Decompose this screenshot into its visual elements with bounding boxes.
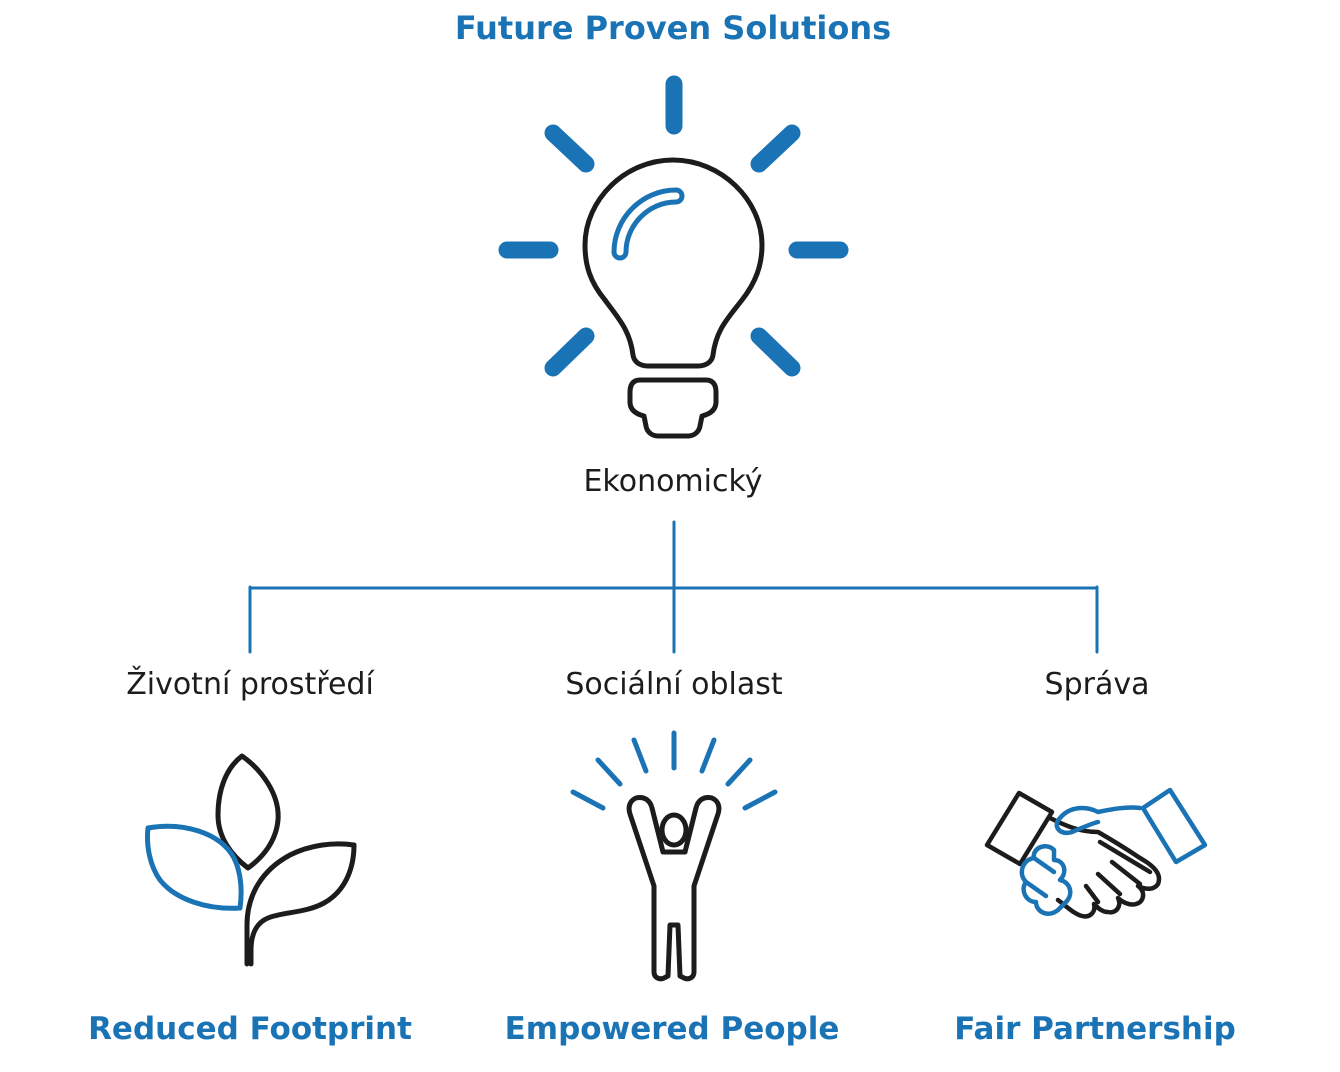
top-node-label: Ekonomický (583, 464, 763, 499)
handshake-icon (984, 787, 1208, 919)
pillar-footer-environment: Reduced Footprint (88, 1011, 412, 1047)
cheering-person-icon (570, 730, 778, 982)
diagram-title: Future Proven Solutions (454, 9, 892, 47)
plant-icon (145, 753, 357, 967)
pillar-label-environment: Životní prostředí (126, 667, 374, 702)
pillar-footer-social: Empowered People (504, 1011, 840, 1047)
pillar-label-social: Sociální oblast (565, 667, 783, 702)
pillar-footer-governance: Fair Partnership (954, 1011, 1236, 1047)
pillar-label-governance: Správa (1044, 667, 1150, 702)
lightbulb-icon (498, 75, 849, 439)
